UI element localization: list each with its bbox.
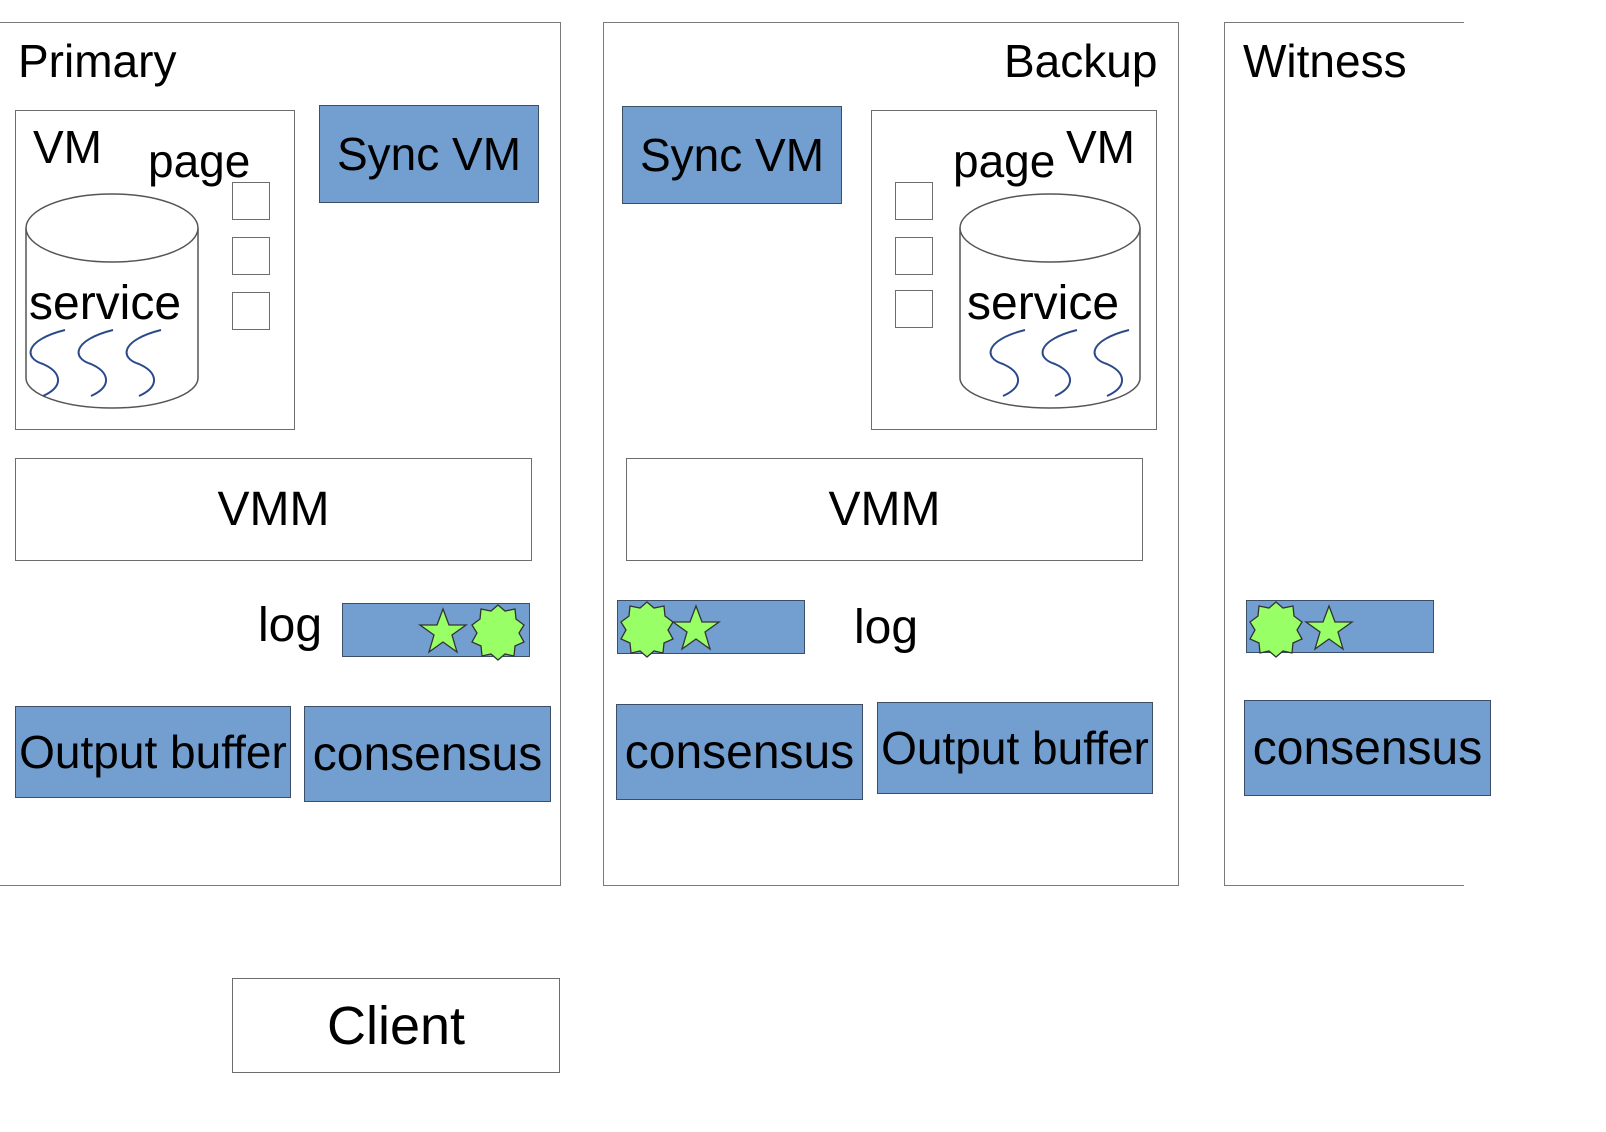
primary-output-buffer-box: Output buffer [15, 706, 291, 798]
backup-page-slot [895, 290, 933, 328]
witness-title: Witness [1243, 35, 1407, 87]
primary-log-label: log [258, 599, 323, 652]
backup-output-buffer-box: Output buffer [877, 702, 1153, 794]
backup-page-label: page [953, 135, 1056, 187]
backup-consensus-box: consensus [616, 704, 863, 800]
backup-service-label: service [967, 277, 1120, 330]
burst-icon [1249, 601, 1303, 658]
star-icon [1303, 604, 1355, 651]
primary-page-slot [232, 182, 270, 220]
backup-service-cylinder [959, 193, 1141, 409]
primary-log-bar [342, 603, 530, 661]
backup-page-slot [895, 237, 933, 275]
primary-title: Primary [18, 35, 177, 87]
backup-title: Backup [1004, 35, 1158, 87]
primary-page-slot [232, 237, 270, 275]
primary-page-slot [232, 292, 270, 330]
backup-vmm-box: VMM [626, 458, 1143, 561]
backup-log-label: log [854, 601, 919, 654]
primary-vm-label: VM [33, 121, 102, 173]
backup-vm-label: VM [1066, 121, 1135, 173]
primary-sync-vm-box: Sync VM [319, 105, 539, 203]
backup-sync-vm-box: Sync VM [622, 106, 842, 204]
witness-log-bar [1246, 600, 1434, 658]
primary-page-label: page [148, 135, 251, 187]
burst-icon [620, 601, 674, 658]
witness-consensus-box: consensus [1244, 700, 1491, 796]
star-icon [417, 607, 469, 654]
primary-service-label: service [29, 277, 182, 330]
primary-thread-wave-icons [29, 329, 162, 397]
client-box: Client [232, 978, 560, 1073]
backup-log-bar [617, 600, 805, 658]
backup-thread-wave-icons [989, 329, 1130, 397]
burst-icon [471, 604, 525, 661]
primary-consensus-box: consensus [304, 706, 551, 802]
star-icon [670, 604, 722, 651]
primary-vmm-box: VMM [15, 458, 532, 561]
backup-page-slot [895, 182, 933, 220]
primary-service-cylinder [25, 193, 199, 409]
